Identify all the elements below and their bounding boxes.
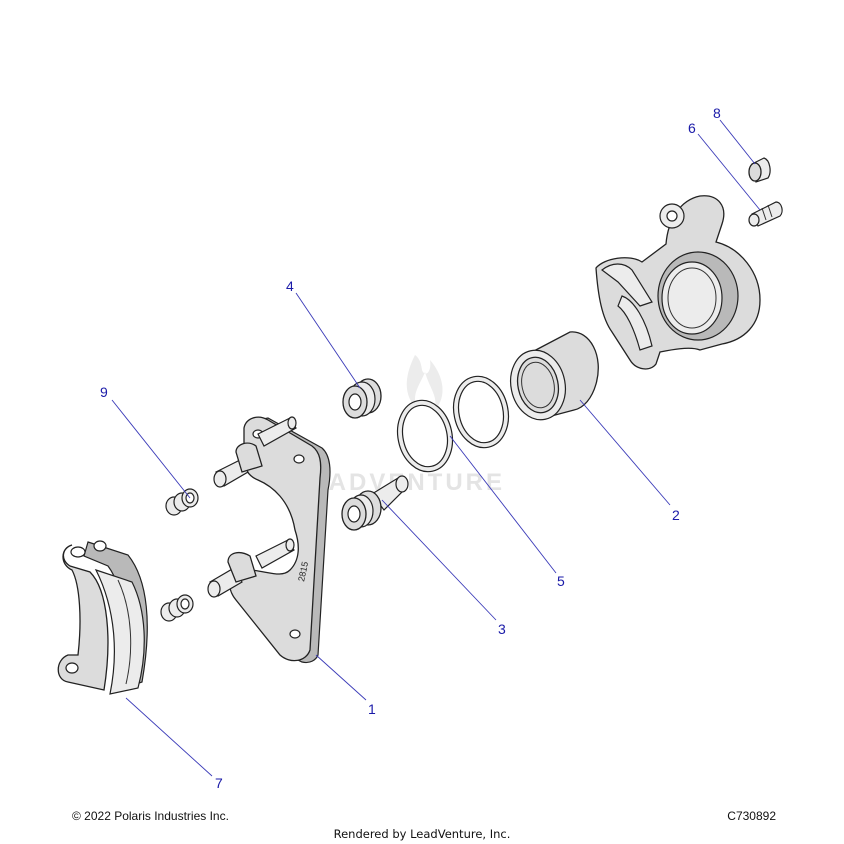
part-3-bolt-seal-lower[interactable] [341,475,409,531]
part-4-boot-seal-upper[interactable] [342,378,382,419]
part-2-piston[interactable] [504,331,599,425]
callout-2[interactable]: 2 [672,507,680,523]
callout-5[interactable]: 5 [557,573,565,589]
part-9-spring-upper[interactable] [165,488,199,516]
part-1-caliper-bracket[interactable]: 2815 [207,416,331,664]
callout-8[interactable]: 8 [713,105,721,121]
callout-4[interactable]: 4 [286,278,294,294]
part-9-spring-lower[interactable] [160,594,194,622]
callout-9[interactable]: 9 [100,384,108,400]
rendered-by-text: Rendered by LeadVenture, Inc. [333,827,511,841]
part-7-brake-pads[interactable] [57,540,148,695]
callout-6[interactable]: 6 [688,120,696,136]
copyright-text: © 2022 Polaris Industries Inc. [72,809,229,823]
bracket-stamp: 2815 [296,561,310,583]
part-5-piston-seals[interactable] [391,371,515,477]
part-8-bleeder-cap[interactable] [748,157,771,183]
callout-3[interactable]: 3 [498,621,506,637]
callout-7[interactable]: 7 [215,775,223,791]
diagram-code: C730892 [727,809,776,823]
caliper-housing[interactable] [595,195,761,370]
leader-lines [111,119,761,777]
part-6-bleeder-screw[interactable] [748,201,783,227]
callout-1[interactable]: 1 [368,701,376,717]
